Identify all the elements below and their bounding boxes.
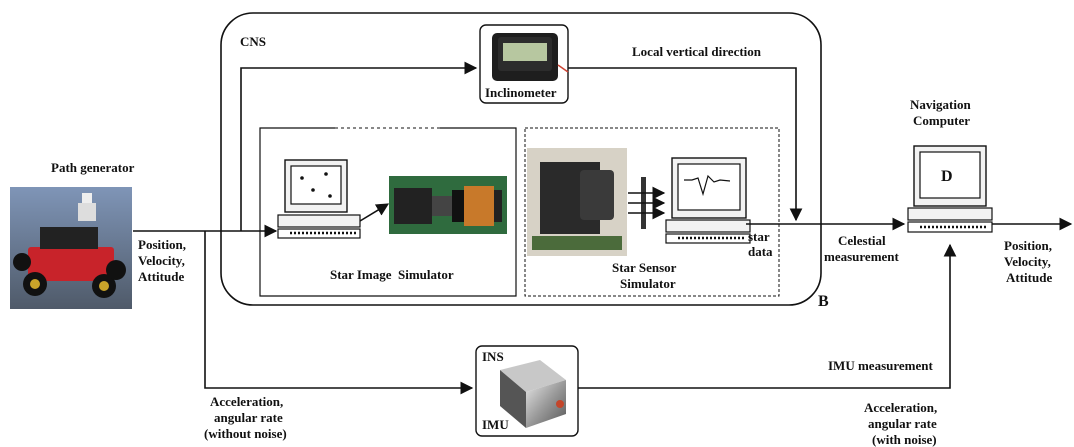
acc-right-3: (with noise) [872,432,937,447]
imu-measurement-line [578,243,957,389]
path-generator-label: Path generator [51,160,135,175]
nav-computer-label-1: Navigation [910,97,971,112]
local-vertical-line [568,67,803,222]
acc-right-2: angular rate [868,416,937,431]
star-data-label-1: star [748,229,770,244]
cns-branch-line [240,61,478,231]
local-vertical-label: Local vertical direction [632,44,762,59]
acc-left-1: Acceleration, [210,394,283,409]
robot-icon [10,187,132,309]
pva-left-3: Attitude [138,269,184,284]
block-b-label: B [818,293,829,310]
star-image-computer-icon [277,159,361,239]
pva-right-1: Position, [1004,238,1052,253]
cns-label: CNS [240,34,266,49]
pva-right-3: Attitude [1006,270,1052,285]
star-image-simulator-label: Star Image Simulator [330,267,454,282]
imu-measurement-label: IMU measurement [828,358,933,373]
pva-right-2: Velocity, [1004,254,1051,269]
acc-right-1: Acceleration, [864,400,937,415]
ins-branch-line [204,231,474,395]
star-sensor-label-line1: Star Sensor [612,260,677,275]
pva-left-2: Velocity, [138,253,185,268]
celestial-label-1: Celestial [838,233,886,248]
star-sensor-simulator-box [524,127,780,297]
navigation-computer-icon [907,145,993,233]
ins-unit-icon [500,360,566,428]
star-sensor-label-line2: Simulator [620,276,676,291]
star-sensor-computer-icon [665,157,751,244]
star-image-simulator-box [259,127,517,297]
star-sensor-icon [527,148,627,256]
celestial-label-2: measurement [824,249,900,264]
nav-computer-screen-label: D [941,168,953,185]
camera-icon [389,176,507,234]
cns-container [220,12,822,306]
acc-left-3: (without noise) [204,426,287,441]
imu-label: IMU [482,417,509,432]
inclinometer-label: Inclinometer [485,85,557,100]
pva-left-1: Position, [138,237,186,252]
acc-left-2: angular rate [214,410,283,425]
inclinometer-icon [492,33,569,81]
ins-label: INS [482,349,504,364]
star-data-label-2: data [748,244,773,259]
nav-computer-label-2: Computer [913,113,970,128]
